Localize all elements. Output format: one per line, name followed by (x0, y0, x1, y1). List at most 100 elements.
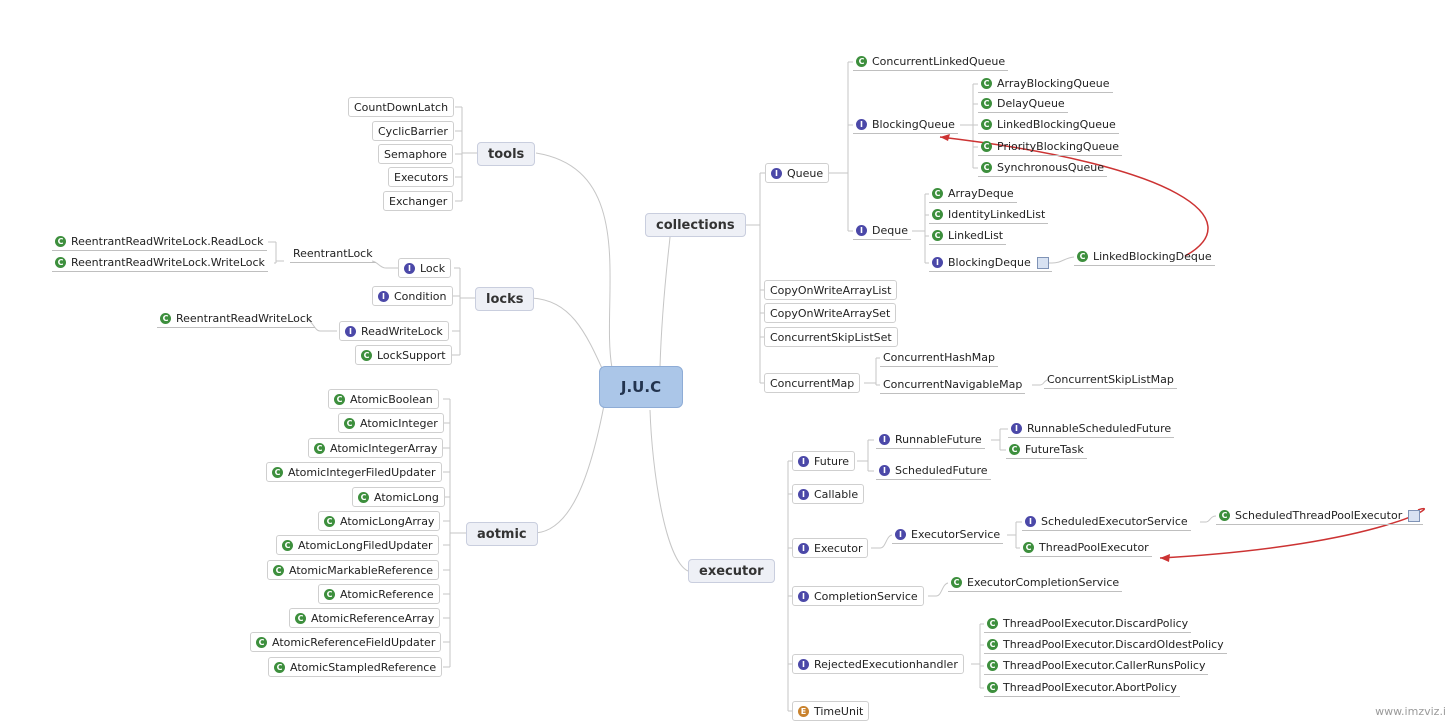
node-label: AtomicIntegerFiledUpdater (288, 465, 436, 479)
interface-icon: I (932, 257, 943, 268)
class-icon: C (273, 564, 284, 576)
concurrentskiplistset-node[interactable]: ConcurrentSkipListSet (764, 327, 898, 347)
exchanger-node[interactable]: Exchanger (383, 191, 454, 211)
arrow-head-threadpoolexecutor (1160, 554, 1170, 562)
node-label: LinkedList (948, 229, 1004, 242)
tools-node[interactable]: tools (477, 142, 536, 166)
blockingdeque-node[interactable]: I BlockingDeque (929, 254, 1052, 272)
semaphore-node[interactable]: Semaphore (378, 144, 453, 164)
atomic-node[interactable]: aotmic (466, 522, 538, 546)
root-node[interactable]: J.U.C (599, 366, 683, 408)
interface-icon: I (798, 488, 809, 500)
reentrantlock-node[interactable]: ReentrantLock (290, 245, 376, 263)
interface-icon: I (378, 290, 389, 302)
collections-node[interactable]: collections (645, 213, 746, 237)
node-label: ThreadPoolExecutor.AbortPolicy (1003, 681, 1177, 694)
root-label: J.U.C (620, 378, 662, 396)
note-icon[interactable] (1036, 256, 1049, 269)
class-icon: C (1009, 444, 1020, 455)
node-label: ConcurrentSkipListSet (770, 330, 892, 344)
concurrenthashmap-node[interactable]: ConcurrentHashMap (880, 349, 998, 367)
countdownlatch-node[interactable]: CountDownLatch (348, 97, 455, 117)
node-label: ThreadPoolExecutor (1039, 541, 1149, 554)
link-root-locks (530, 297, 606, 376)
node-label: BlockingDeque (948, 256, 1031, 269)
threadpoolexecutor-node[interactable]: C ThreadPoolExecutor (1020, 539, 1152, 557)
class-icon: C (981, 141, 992, 152)
cyclicbarrier-node[interactable]: CyclicBarrier (372, 121, 454, 141)
executors-node[interactable]: Executors (388, 167, 455, 187)
link-atomic-items (443, 398, 450, 668)
copyonwritearrayset-node[interactable]: CopyOnWriteArraySet (764, 303, 897, 323)
note-icon[interactable] (1408, 509, 1421, 522)
link-executor-service (871, 534, 893, 549)
copyonwritearraylist-node[interactable]: CopyOnWriteArrayList (764, 280, 898, 300)
concurrentmap-node[interactable]: ConcurrentMap (764, 373, 861, 393)
interface-icon: I (404, 262, 415, 274)
link-blockingqueue-items (960, 83, 978, 169)
node-label: ConcurrentMap (770, 376, 855, 390)
interface-icon: I (798, 542, 809, 554)
concurrentnavigablemap-node[interactable]: ConcurrentNavigableMap (880, 376, 1026, 394)
executor-node[interactable]: executor (688, 559, 775, 583)
node-label: TimeUnit (814, 704, 864, 718)
class-icon: C (324, 515, 335, 527)
concurrentskiplistmap-node[interactable]: ConcurrentSkipListMap (1044, 371, 1177, 389)
locks-node[interactable]: locks (475, 287, 535, 311)
class-icon: C (1023, 542, 1034, 553)
node-label: SynchronousQueue (997, 161, 1105, 174)
link-atomic-spine (449, 399, 466, 667)
node-label: RejectedExecutionhandler (814, 657, 958, 671)
